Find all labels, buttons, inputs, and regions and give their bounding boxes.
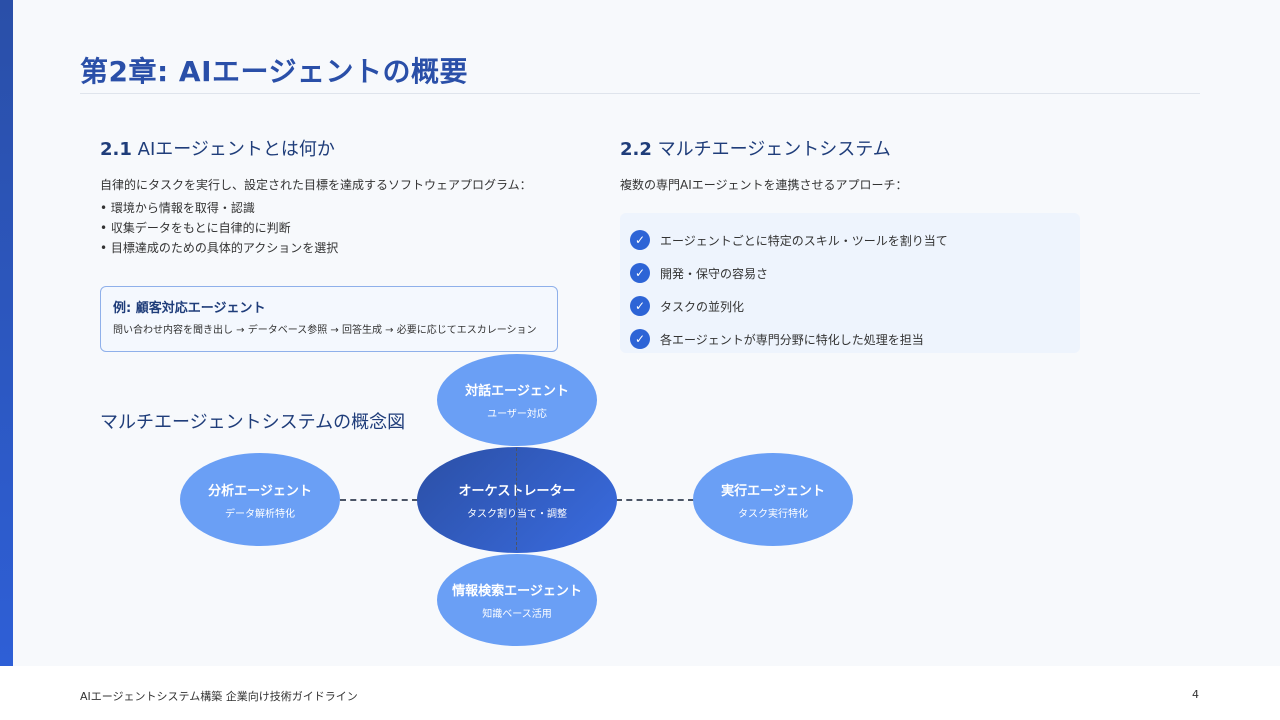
section-2-2-heading: 2.2 マルチエージェントシステム	[620, 135, 891, 161]
title-divider	[80, 93, 1200, 94]
node-role: タスク割り当て・調整	[467, 509, 567, 520]
check-circle-icon: ✓	[630, 296, 650, 316]
connector-vertical	[516, 448, 517, 550]
node-role: タスク実行特化	[738, 508, 808, 520]
check-circle-icon: ✓	[630, 329, 650, 349]
section-2-2-number: 2.2	[620, 139, 652, 160]
benefit-label: エージェントごとに特定のスキル・ツールを割り当て	[660, 233, 948, 248]
benefit-item: ✓ タスクの並列化	[630, 295, 744, 317]
check-circle-icon: ✓	[630, 230, 650, 250]
example-title: 例: 顧客対応エージェント	[113, 301, 266, 316]
list-item: • 目標達成のための具体的アクションを選択	[100, 241, 339, 255]
section-2-1-number: 2.1	[100, 139, 132, 160]
benefit-item: ✓ 開発・保守の容易さ	[630, 262, 768, 284]
node-name: 分析エージェント	[208, 483, 312, 499]
footer-text: AIエージェントシステム構築 企業向け技術ガイドライン	[80, 690, 358, 703]
node-execution-agent: 実行エージェント タスク実行特化	[693, 453, 853, 546]
node-analysis-agent: 分析エージェント データ解析特化	[180, 453, 340, 546]
connector-right	[616, 499, 694, 501]
benefit-label: 開発・保守の容易さ	[660, 266, 769, 281]
benefit-panel: ✓ エージェントごとに特定のスキル・ツールを割り当て ✓ 開発・保守の容易さ ✓…	[620, 213, 1080, 353]
node-role: ユーザー対応	[487, 409, 547, 420]
benefit-label: 各エージェントが専門分野に特化した処理を担当	[660, 332, 924, 347]
check-circle-icon: ✓	[630, 263, 650, 283]
agent-feature-list: • 環境から情報を取得・認識 • 収集データをもとに自律的に判断 • 目標達成の…	[100, 200, 338, 260]
footer-area	[0, 666, 1280, 720]
node-name: 対話エージェント	[465, 384, 569, 399]
page-number: 4	[1192, 688, 1199, 701]
connector-left	[340, 499, 418, 501]
example-flow: 問い合わせ内容を聞き出し → データベース参照 → 回答生成 → 必要に応じてエ…	[113, 325, 537, 336]
page-title: 第2章: AIエージェントの概要	[80, 55, 468, 88]
section-2-1-intro: 自律的にタスクを実行し、設定された目標を達成するソフトウェアプログラム：	[100, 178, 532, 192]
benefit-item: ✓ 各エージェントが専門分野に特化した処理を担当	[630, 328, 924, 350]
section-2-2-intro: 複数の専門AIエージェントを連携させるアプローチ：	[620, 178, 908, 192]
accent-bar	[0, 0, 13, 666]
node-name: 実行エージェント	[721, 483, 825, 499]
node-dialogue-agent: 対話エージェント ユーザー対応	[437, 354, 597, 446]
section-2-1-title: AIエージェントとは何か	[137, 139, 335, 160]
section-2-2-title: マルチエージェントシステム	[657, 139, 891, 160]
list-item: • 環境から情報を取得・認識	[100, 201, 255, 215]
benefit-label: タスクの並列化	[660, 299, 745, 314]
node-role: データ解析特化	[225, 508, 295, 520]
node-role: 知識ベース活用	[482, 609, 552, 620]
benefit-item: ✓ エージェントごとに特定のスキル・ツールを割り当て	[630, 229, 948, 251]
section-2-1-heading: 2.1 AIエージェントとは何か	[100, 135, 335, 161]
diagram-heading: マルチエージェントシステムの概念図	[100, 412, 406, 433]
example-box: 例: 顧客対応エージェント 問い合わせ内容を聞き出し → データベース参照 → …	[100, 286, 558, 352]
list-item: • 収集データをもとに自律的に判断	[100, 221, 291, 235]
node-search-agent: 情報検索エージェント 知識ベース活用	[437, 554, 597, 646]
node-orchestrator: オーケストレーター タスク割り当て・調整	[417, 447, 617, 553]
node-name: 情報検索エージェント	[452, 584, 582, 599]
